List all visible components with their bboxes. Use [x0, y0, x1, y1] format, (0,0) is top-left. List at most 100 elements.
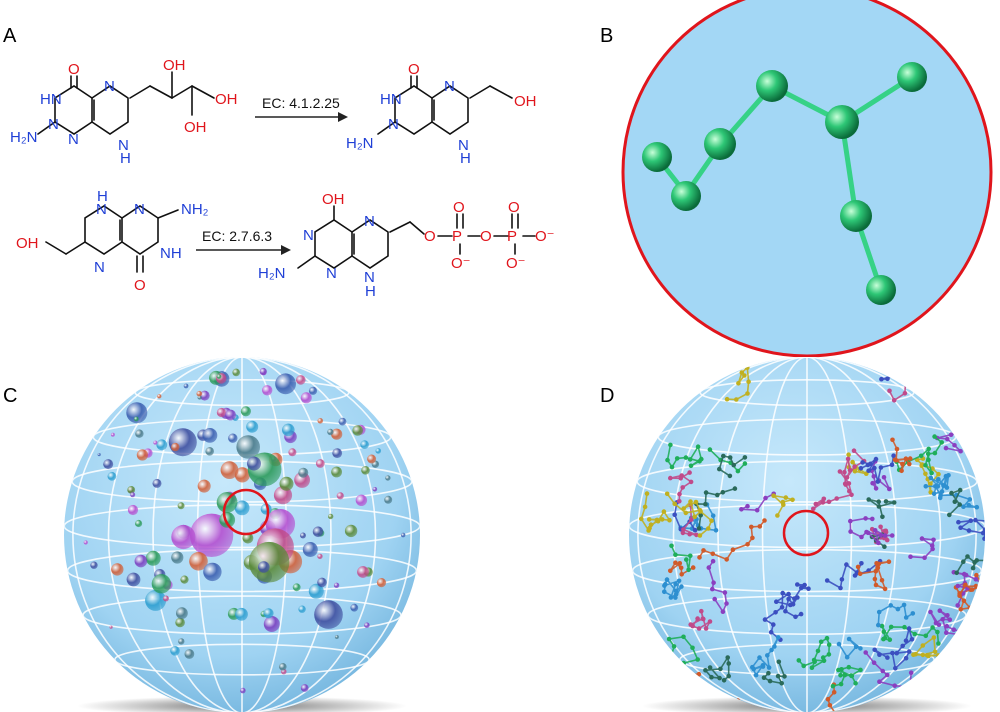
network-node [893, 666, 898, 671]
network-node [895, 606, 901, 612]
network-node [936, 393, 942, 398]
network-node [669, 543, 674, 549]
molecule-bubble [385, 475, 391, 481]
network-node [734, 397, 739, 402]
network-node [692, 527, 698, 533]
network-node [923, 484, 929, 489]
network-node [926, 457, 931, 463]
network-node [681, 673, 687, 678]
network-node [887, 388, 892, 394]
network-node [695, 444, 701, 450]
network-node [701, 548, 706, 553]
molecule-product-1: O HN N N H₂N N H OH [346, 61, 537, 167]
molecule-bubble [376, 578, 387, 588]
network-edge [958, 519, 985, 540]
network-node [936, 622, 942, 627]
network-node [690, 565, 696, 570]
atom-o-p1-bottom: O⁻ [451, 255, 471, 272]
network-node [667, 664, 672, 670]
network-node [877, 652, 882, 657]
network-node [982, 536, 985, 542]
network-node [937, 495, 943, 501]
network-node [848, 518, 853, 524]
molecule-bubble [126, 572, 141, 587]
network-node [666, 636, 672, 642]
network-node [637, 412, 642, 418]
network-node [857, 571, 863, 577]
network-node [603, 665, 608, 670]
molecule-bubble [248, 541, 290, 583]
atom-n-ring-2: N [94, 259, 105, 276]
network-node [873, 456, 879, 462]
network-node [629, 670, 634, 675]
network-node [939, 489, 945, 494]
network-node [783, 608, 788, 614]
network-node [875, 479, 881, 484]
graph-node [897, 62, 927, 92]
network-node [878, 465, 884, 470]
network-node [688, 463, 694, 469]
network-node [780, 590, 785, 596]
network-node [665, 457, 670, 463]
network-node [669, 653, 674, 658]
network-node [961, 559, 966, 564]
network-node [893, 366, 898, 371]
molecule-bubble [314, 600, 343, 629]
network-node [720, 490, 726, 495]
network-node [880, 514, 885, 520]
network-node [882, 544, 887, 549]
network-node [876, 609, 882, 615]
molecule-bubble [168, 428, 197, 457]
network-node [859, 561, 864, 566]
highlight-ring [782, 509, 830, 557]
network-node [863, 650, 868, 655]
molecule-bubble [234, 467, 250, 483]
network-node [674, 456, 680, 461]
network-node [721, 678, 727, 683]
atom-n-ring: N [134, 201, 145, 218]
network-node [812, 659, 817, 665]
molecule-substrate-1: O HN N N H₂N N N H OH OH OH [10, 57, 238, 167]
network-node [853, 644, 859, 650]
network-node [944, 403, 950, 408]
network-node [699, 456, 704, 462]
network-node [936, 471, 941, 477]
molecule-bubble [334, 635, 339, 639]
network-node [677, 491, 682, 497]
molecule-bubble [135, 429, 144, 438]
network-node [954, 570, 959, 576]
network-node [928, 481, 933, 487]
network-node [958, 607, 964, 612]
network-node [932, 688, 937, 693]
molecule-bubble [109, 625, 113, 629]
network-node [967, 605, 973, 611]
arrow-head-1-icon [338, 112, 348, 122]
atom-o-p2-bottom: O⁻ [506, 255, 526, 272]
network-node [673, 588, 679, 594]
network-node [639, 516, 644, 522]
network-node [912, 631, 918, 637]
network-node [859, 534, 864, 540]
network-node [654, 517, 660, 523]
atom-o-p2-top: O [508, 199, 520, 216]
network-node [957, 388, 963, 393]
network-node [825, 696, 831, 702]
network-node [920, 643, 926, 648]
network-node [746, 379, 751, 385]
atom-n-ring-3: N [326, 265, 337, 282]
molecule-bubble [327, 428, 334, 436]
molecule-bubble [170, 646, 180, 656]
atom-o-ether: O [424, 228, 436, 245]
atom-nh-ring: N [458, 137, 469, 154]
network-node [952, 499, 958, 505]
network-node [876, 540, 881, 546]
network-node [739, 507, 744, 512]
network-node [661, 509, 667, 514]
network-node [923, 471, 928, 477]
atom-oh-1: OH [163, 57, 186, 74]
network-node [846, 452, 851, 458]
molecule-bubble [282, 423, 295, 437]
molecule-bubble [240, 406, 251, 417]
molecule-bubble [228, 433, 238, 443]
network-node [858, 466, 864, 471]
